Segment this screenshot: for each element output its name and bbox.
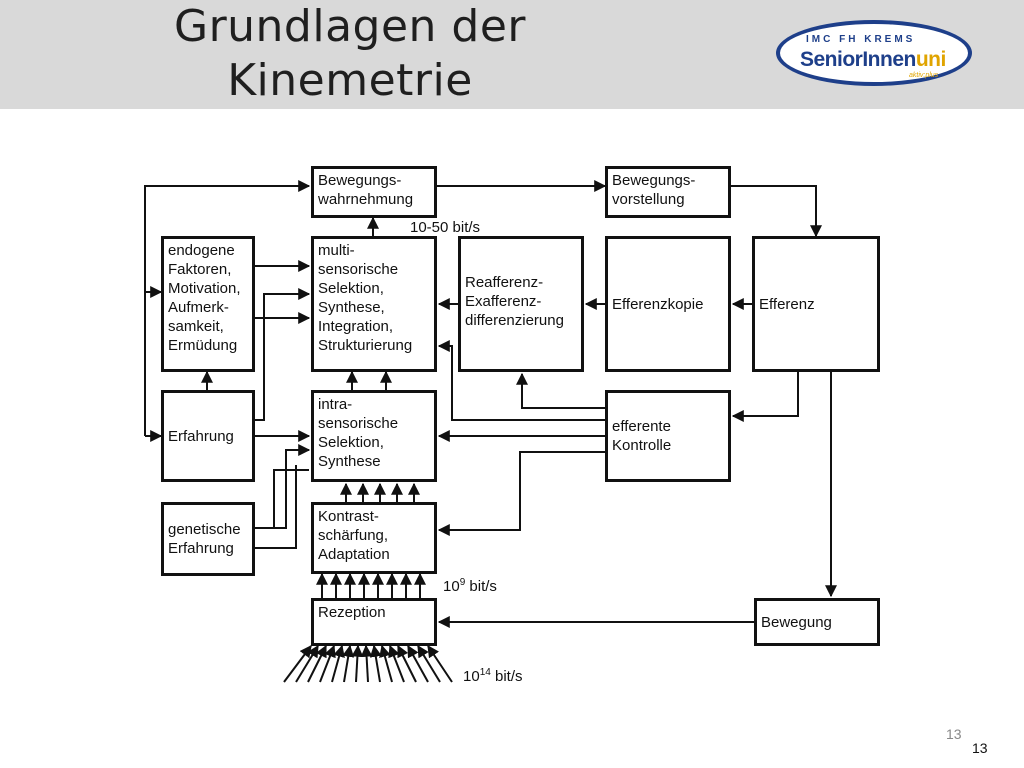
box-text: schärfung, bbox=[318, 527, 389, 544]
box-text: Synthese, bbox=[318, 299, 385, 316]
box-efferente-kontrolle: efferente Kontrolle bbox=[605, 390, 731, 482]
arrow-stimulus-1 bbox=[283, 645, 312, 683]
arrow-stimulus-11 bbox=[388, 644, 405, 683]
box-text: Selektion, bbox=[318, 280, 384, 297]
arrow-stimulus-3 bbox=[307, 644, 327, 683]
line-genetische-top bbox=[255, 469, 309, 529]
title-line-1: Grundlagen der bbox=[173, 1, 527, 52]
rate-3-unit: bit/s bbox=[490, 668, 523, 685]
box-text: sensorische bbox=[318, 261, 399, 278]
arrow-stimulus-8 bbox=[360, 644, 373, 683]
arrow-stimulus-4 bbox=[319, 644, 336, 683]
line-genetische-bottom bbox=[255, 465, 297, 549]
logo: IMC FH KREMS SeniorInnenuni aktiv:plus bbox=[776, 20, 976, 92]
box-text: Faktoren, bbox=[168, 261, 232, 278]
box-efferenzkopie: Efferenzkopie bbox=[605, 236, 731, 372]
box-intrasensorische-selektion: intra- sensorische Selektion, Synthese bbox=[311, 390, 437, 482]
rate-3-base: 10 bbox=[463, 668, 480, 685]
box-erfahrung: Erfahrung bbox=[161, 390, 255, 482]
page-number-footer: 13 bbox=[972, 740, 988, 756]
rate-2-unit: bit/s bbox=[465, 578, 497, 595]
box-text-group: genetische Erfahrung bbox=[168, 520, 241, 558]
box-bewegungswahrnehmung: Bewegungs- wahrnehmung bbox=[311, 166, 437, 218]
rate-label-2: 109 bit/s bbox=[443, 577, 497, 595]
box-text: intra- bbox=[318, 396, 353, 413]
box-text: Erfahrung bbox=[168, 427, 234, 445]
box-text: samkeit, bbox=[168, 318, 224, 335]
arrow-erfahrung-multi bbox=[255, 288, 311, 421]
rate-label-3: 1014 bit/s bbox=[463, 667, 523, 685]
title-line-2: Kinemetrie bbox=[227, 55, 473, 106]
box-text: endogene bbox=[168, 242, 235, 259]
box-text: Bewegungs- bbox=[318, 172, 402, 189]
box-text: Bewegung bbox=[761, 613, 832, 631]
box-text: Adaptation bbox=[318, 546, 390, 563]
arrow-stimulus-14 bbox=[417, 644, 441, 683]
box-text: multi- bbox=[318, 242, 355, 259]
logo-accent-word: uni bbox=[915, 48, 947, 71]
box-text: Strukturierung bbox=[318, 337, 413, 354]
slide-title: Grundlagen der Kinemetrie bbox=[90, 0, 610, 108]
box-text: Erfahrung bbox=[168, 540, 234, 557]
box-text: efferente bbox=[612, 418, 671, 435]
box-text: sensorische bbox=[318, 415, 399, 432]
arrow-kontrolle-multi bbox=[437, 340, 607, 421]
arrow-stimulus-5 bbox=[331, 644, 345, 683]
arrow-stimulus-7 bbox=[351, 644, 364, 683]
box-reafferenz-exafferenz: Reafferenz- Exafferenz- differenzierung bbox=[458, 236, 584, 372]
box-text: Kontrolle bbox=[612, 437, 672, 454]
box-text: Aufmerk- bbox=[168, 299, 229, 316]
box-endogene-faktoren: endogene Faktoren, Motivation, Aufmerk- … bbox=[161, 236, 255, 372]
rate-2-exponent: 9 bbox=[459, 577, 466, 588]
box-text: Motivation, bbox=[168, 280, 241, 297]
arrow-efferenz-kontrolle bbox=[731, 372, 799, 422]
page-number: 13 bbox=[946, 726, 962, 742]
box-kontrastschaerfung: Kontrast- schärfung, Adaptation bbox=[311, 502, 437, 574]
box-text: genetische bbox=[168, 521, 241, 538]
arrow-stimulus-15 bbox=[427, 645, 453, 683]
arrow-stimulus-9 bbox=[369, 644, 382, 683]
arrow-stimulus-2 bbox=[295, 644, 319, 683]
box-text: Bewegungs- bbox=[612, 172, 696, 189]
box-text: Synthese bbox=[318, 453, 381, 470]
box-genetische-erfahrung: genetische Erfahrung bbox=[161, 502, 255, 576]
box-text: Reafferenz- bbox=[465, 274, 544, 291]
box-text: Ermüdung bbox=[168, 337, 238, 354]
arrow-stimulus-6 bbox=[342, 644, 355, 683]
logo-main-text: SeniorInnenuni bbox=[800, 48, 946, 72]
box-text: Integration, bbox=[318, 318, 394, 335]
box-text: Kontrast- bbox=[318, 508, 379, 525]
box-text-group: efferente Kontrolle bbox=[612, 417, 671, 455]
box-text: Rezeption bbox=[318, 604, 386, 621]
box-text: differenzierung bbox=[465, 312, 564, 329]
logo-top-text: IMC FH KREMS bbox=[806, 34, 916, 45]
arrow-stimulus-10 bbox=[379, 644, 393, 683]
box-bewegung: Bewegung bbox=[754, 598, 880, 646]
box-text: vorstellung bbox=[612, 191, 685, 208]
rate-2-base: 10 bbox=[443, 578, 460, 595]
logo-sub-text: aktiv:plus bbox=[909, 72, 939, 79]
arrow-genetische-intra bbox=[255, 444, 311, 529]
box-text: wahrnehmung bbox=[318, 191, 414, 208]
rate-3-exponent: 14 bbox=[479, 667, 491, 678]
box-rezeption: Rezeption bbox=[311, 598, 437, 646]
arrow-kontrolle-reafferenz bbox=[516, 372, 607, 409]
box-bewegungsvorstellung: Bewegungs- vorstellung bbox=[605, 166, 731, 218]
box-text: Exafferenz- bbox=[465, 293, 542, 310]
arrow-stimulus-12 bbox=[397, 644, 417, 683]
logo-oval bbox=[776, 20, 972, 86]
box-text: Efferenzkopie bbox=[612, 295, 704, 313]
box-multisensorische-selektion: multi- sensorische Selektion, Synthese, … bbox=[311, 236, 437, 372]
box-text: Efferenz bbox=[759, 295, 815, 313]
arrow-stimulus-13 bbox=[407, 644, 429, 683]
logo-main-word: SeniorInnen bbox=[800, 48, 916, 71]
arrow-left-loop-wahrnehmung bbox=[144, 180, 311, 436]
arrow-kontrolle-kontrast bbox=[437, 451, 607, 536]
box-efferenz: Efferenz bbox=[752, 236, 880, 372]
box-text: Selektion, bbox=[318, 434, 384, 451]
arrow-vorstellung-efferenz bbox=[731, 185, 822, 238]
rate-label-1: 10-50 bit/s bbox=[410, 219, 481, 236]
